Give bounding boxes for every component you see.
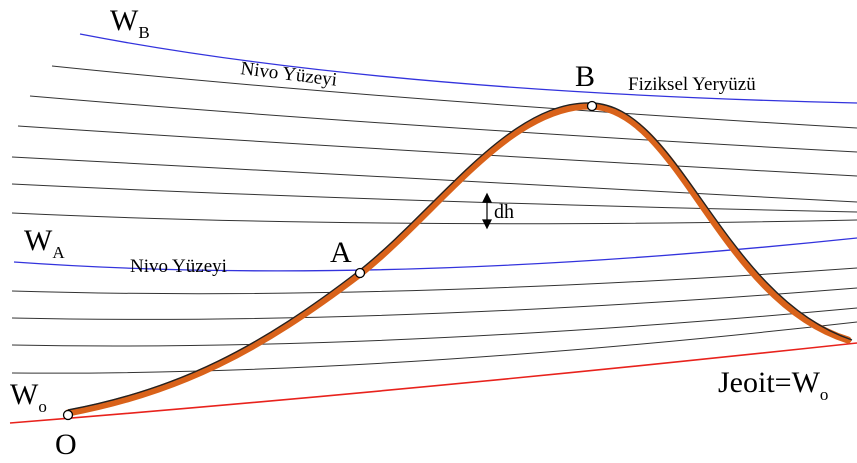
dh-arrow (482, 192, 492, 230)
contour-line (11, 183, 857, 213)
contour-line (51, 65, 857, 129)
contour-line (11, 267, 857, 295)
label-nivo-top: Nivo Yüzeyi (239, 58, 338, 91)
contour-line (11, 287, 857, 320)
point-b-marker (586, 100, 598, 112)
label-point-b: B (575, 60, 595, 93)
contour-lines (11, 65, 857, 374)
label-nivo-mid: Nivo Yüzeyi (130, 256, 227, 277)
contour-line (11, 156, 857, 203)
label-point-a: A (330, 236, 352, 269)
level-surface-wb (79, 33, 857, 104)
label-fiziksel-yeryuzu: Fiziksel Yeryüzü (628, 74, 756, 95)
label-dh: dh (494, 201, 514, 223)
label-wo: Wo (10, 378, 47, 416)
contour-line (11, 212, 857, 225)
point-a-marker (354, 267, 366, 279)
label-jeoit: Jeoit=Wo (718, 366, 828, 404)
contour-line (11, 321, 857, 374)
level-surface-wa (13, 237, 857, 272)
label-point-o: O (55, 428, 77, 461)
geoid-line (9, 342, 857, 424)
physical-surface (64, 102, 852, 417)
contour-line (29, 95, 857, 153)
contour-line (11, 307, 857, 347)
physical-surface-edge (67, 102, 853, 411)
point-o-marker (62, 409, 74, 421)
contour-line (17, 125, 857, 177)
label-wa: WA (24, 224, 65, 262)
label-wb: WB (110, 4, 150, 42)
